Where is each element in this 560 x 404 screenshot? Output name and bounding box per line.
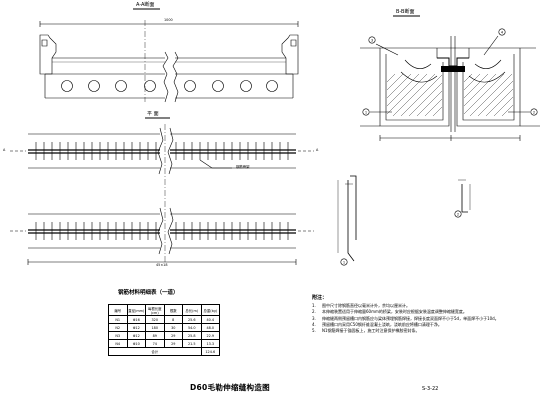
table-row: N1 Φ16 320 8 25.6 40.4 bbox=[108, 315, 220, 324]
note-text: 本伸缩装置适用于伸缩量60mm的桥梁，安装时应根据安装温度调整伸缩缝宽度。 bbox=[322, 309, 467, 315]
note-item: 1.图中尺寸除钢筋直径以毫米计外，余均以厘米计。 bbox=[312, 303, 410, 309]
rebar-col-count: 根数 bbox=[163, 304, 183, 316]
table-cell: 74 bbox=[145, 339, 165, 348]
note-item: 2.本伸缩装置适用于伸缩量60mm的桥梁，安装时应根据安装温度调整伸缩缝宽度。 bbox=[312, 309, 467, 315]
plan-end-mark-right: A bbox=[316, 148, 319, 152]
note-text: 伸缩缝两侧预留槽口内钢筋应与梁体预埋钢筋焊接，焊接长度双面焊不小于5d，单面焊不… bbox=[322, 315, 499, 321]
plan-drawing bbox=[10, 117, 314, 265]
note-item: 5.N1钢筋焊接于锚固板上，施工时注意保护橡胶密封条。 bbox=[312, 328, 420, 334]
section-aa-width-dim: 1000 bbox=[164, 18, 173, 22]
note-item: 3.伸缩缝两侧预留槽口内钢筋应与梁体预埋钢筋焊接，焊接长度双面焊不小于5d，单面… bbox=[312, 315, 499, 321]
sheet-number: S-3-22 bbox=[422, 386, 439, 392]
table-row: N2 Φ12 180 30 54.0 48.0 bbox=[108, 323, 220, 332]
rebar-col-no: 编号 bbox=[108, 304, 128, 316]
rebar-detail-drawings bbox=[337, 175, 471, 266]
table-cell: Φ12 bbox=[126, 323, 146, 332]
table-cell: 54.0 bbox=[182, 323, 202, 332]
rebar-col-diameter: 直径(mm) bbox=[126, 304, 146, 316]
table-cell: 180 bbox=[145, 323, 165, 332]
rebar-table-header-row: 编号 直径(mm) 每根长度(cm) 根数 总长(m) 总重(kg) bbox=[108, 304, 220, 316]
table-cell: N4 bbox=[108, 339, 128, 348]
rebar-table-caption: 钢筋材料明细表（一道） bbox=[118, 290, 179, 296]
section-aa-label: A-A断面 bbox=[136, 2, 155, 8]
svg-text:2: 2 bbox=[533, 110, 535, 114]
table-cell: 29 bbox=[163, 339, 183, 348]
notes-heading: 附注： bbox=[312, 295, 328, 301]
rebar-col-length: 每根长度(cm) bbox=[145, 304, 165, 316]
table-cell: N1 bbox=[108, 315, 128, 324]
plan-label: 平 面 bbox=[147, 111, 159, 117]
note-text: 预留槽口内采用C50钢纤维混凝土浇筑，浇筑前应将槽口清理干净。 bbox=[322, 321, 442, 327]
svg-text:4: 4 bbox=[501, 30, 504, 34]
table-cell: 40.4 bbox=[200, 315, 220, 324]
table-total-value: 124.6 bbox=[200, 347, 220, 356]
table-cell: 13.3 bbox=[200, 339, 220, 348]
rebar-col-total-length: 总长(m) bbox=[182, 304, 202, 316]
table-cell: 8 bbox=[163, 315, 183, 324]
plan-bottom-dim: 45×18 bbox=[156, 263, 168, 267]
svg-text:1: 1 bbox=[343, 260, 345, 264]
table-cell: 30 bbox=[163, 323, 183, 332]
table-cell: Φ10 bbox=[126, 339, 146, 348]
section-bb-drawing bbox=[360, 15, 540, 141]
table-cell: 25.6 bbox=[182, 315, 202, 324]
table-cell: 89 bbox=[145, 331, 165, 340]
section-aa-drawing bbox=[39, 8, 299, 103]
table-cell: 22.9 bbox=[200, 331, 220, 340]
table-total-label: 合计 bbox=[108, 347, 202, 356]
note-text: 图中尺寸除钢筋直径以毫米计外，余均以厘米计。 bbox=[322, 303, 410, 309]
table-cell: 21.5 bbox=[182, 339, 202, 348]
table-cell: N2 bbox=[108, 323, 128, 332]
table-cell: Φ16 bbox=[126, 315, 146, 324]
note-text: N1钢筋焊接于锚固板上，施工时注意保护橡胶密封条。 bbox=[322, 328, 420, 334]
table-row: N3 Φ12 89 29 25.8 22.9 bbox=[108, 331, 220, 340]
plan-rail-label: 钢筋骨架 bbox=[236, 165, 250, 169]
table-cell: 29 bbox=[163, 331, 183, 340]
note-item: 4.预留槽口内采用C50钢纤维混凝土浇筑，浇筑前应将槽口清理干净。 bbox=[312, 321, 442, 327]
table-cell: 25.8 bbox=[182, 331, 202, 340]
svg-text:3: 3 bbox=[371, 38, 373, 42]
table-row: N4 Φ10 74 29 21.5 13.3 bbox=[108, 339, 220, 348]
svg-text:1: 1 bbox=[365, 110, 367, 114]
drawing-notes: 附注： 1.图中尺寸除钢筋直径以毫米计外，余均以厘米计。 2.本伸缩装置适用于伸… bbox=[312, 295, 532, 334]
rebar-col-total-weight: 总重(kg) bbox=[200, 304, 220, 316]
rebar-table: 编号 直径(mm) 每根长度(cm) 根数 总长(m) 总重(kg) N1 Φ1… bbox=[108, 304, 220, 356]
table-cell: 48.0 bbox=[200, 323, 220, 332]
section-bb-label: B-B断面 bbox=[396, 9, 415, 15]
svg-text:2: 2 bbox=[457, 212, 459, 216]
plan-end-mark-left: A bbox=[3, 148, 6, 152]
drawing-title: D60毛勒伸缩缝构造图 bbox=[190, 383, 270, 392]
table-total-row: 合计 124.6 bbox=[108, 347, 220, 356]
table-cell: 320 bbox=[145, 315, 165, 324]
table-cell: Φ12 bbox=[126, 331, 146, 340]
section-bb-hatch bbox=[386, 73, 514, 117]
table-cell: N3 bbox=[108, 331, 128, 340]
